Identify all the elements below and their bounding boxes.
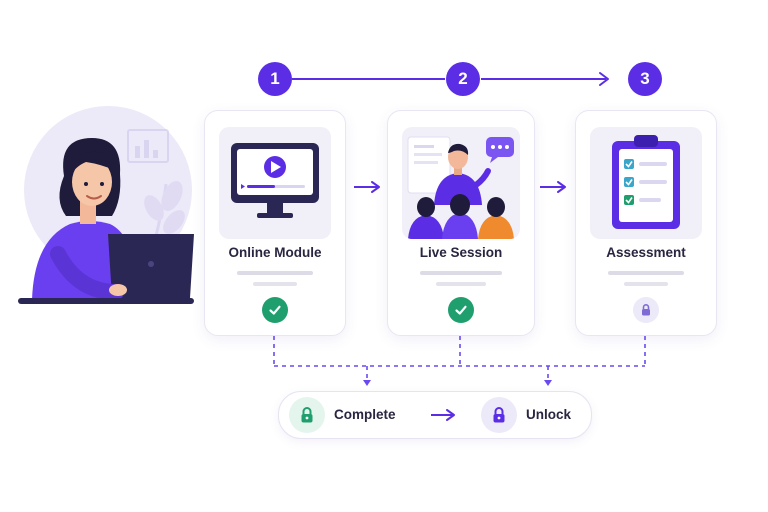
step-number-1: 1 (258, 62, 292, 96)
lock-icon (493, 407, 505, 423)
lock-icon (642, 304, 650, 316)
arrow-right-icon (431, 409, 455, 421)
step-title: Online Module (228, 245, 322, 260)
unlock-lock-badge (481, 397, 517, 433)
placeholder-line (237, 271, 313, 275)
unlock-label: Unlock (526, 407, 572, 422)
live-session-illustration (402, 127, 520, 239)
lock-icon (301, 407, 313, 423)
arrow-right-icon (354, 181, 380, 193)
student-illustration (18, 106, 194, 304)
complete-label: Complete (334, 407, 396, 422)
completed-badge (262, 297, 288, 323)
step-number-3: 3 (628, 62, 662, 96)
step-card-online-module[interactable]: Online Module (204, 110, 346, 336)
chat-bubble-icon (486, 137, 514, 163)
step-card-live-session[interactable]: Live Session (387, 110, 535, 336)
step-card-assessment[interactable]: Assessment (575, 110, 717, 336)
clipboard-checklist-icon (612, 135, 680, 229)
step-title: Live Session (419, 245, 503, 260)
completed-badge (448, 297, 474, 323)
locked-badge (633, 297, 659, 323)
online-module-illustration (219, 127, 331, 239)
step-number-2: 2 (446, 62, 480, 96)
wall-chart-icon (127, 129, 169, 163)
complete-lock-badge (289, 397, 325, 433)
check-icon (455, 305, 467, 315)
placeholder-line (608, 271, 684, 275)
step-title: Assessment (606, 245, 686, 260)
assessment-illustration (590, 127, 702, 239)
outcome-pill: Complete Unlock (278, 391, 592, 439)
check-icon (269, 305, 281, 315)
placeholder-line (436, 282, 486, 286)
placeholder-line (624, 282, 668, 286)
dashed-connectors (273, 336, 646, 386)
step-connectors (292, 72, 609, 86)
arrow-right-icon (540, 181, 566, 193)
placeholder-line (253, 282, 297, 286)
placeholder-line (420, 271, 502, 275)
